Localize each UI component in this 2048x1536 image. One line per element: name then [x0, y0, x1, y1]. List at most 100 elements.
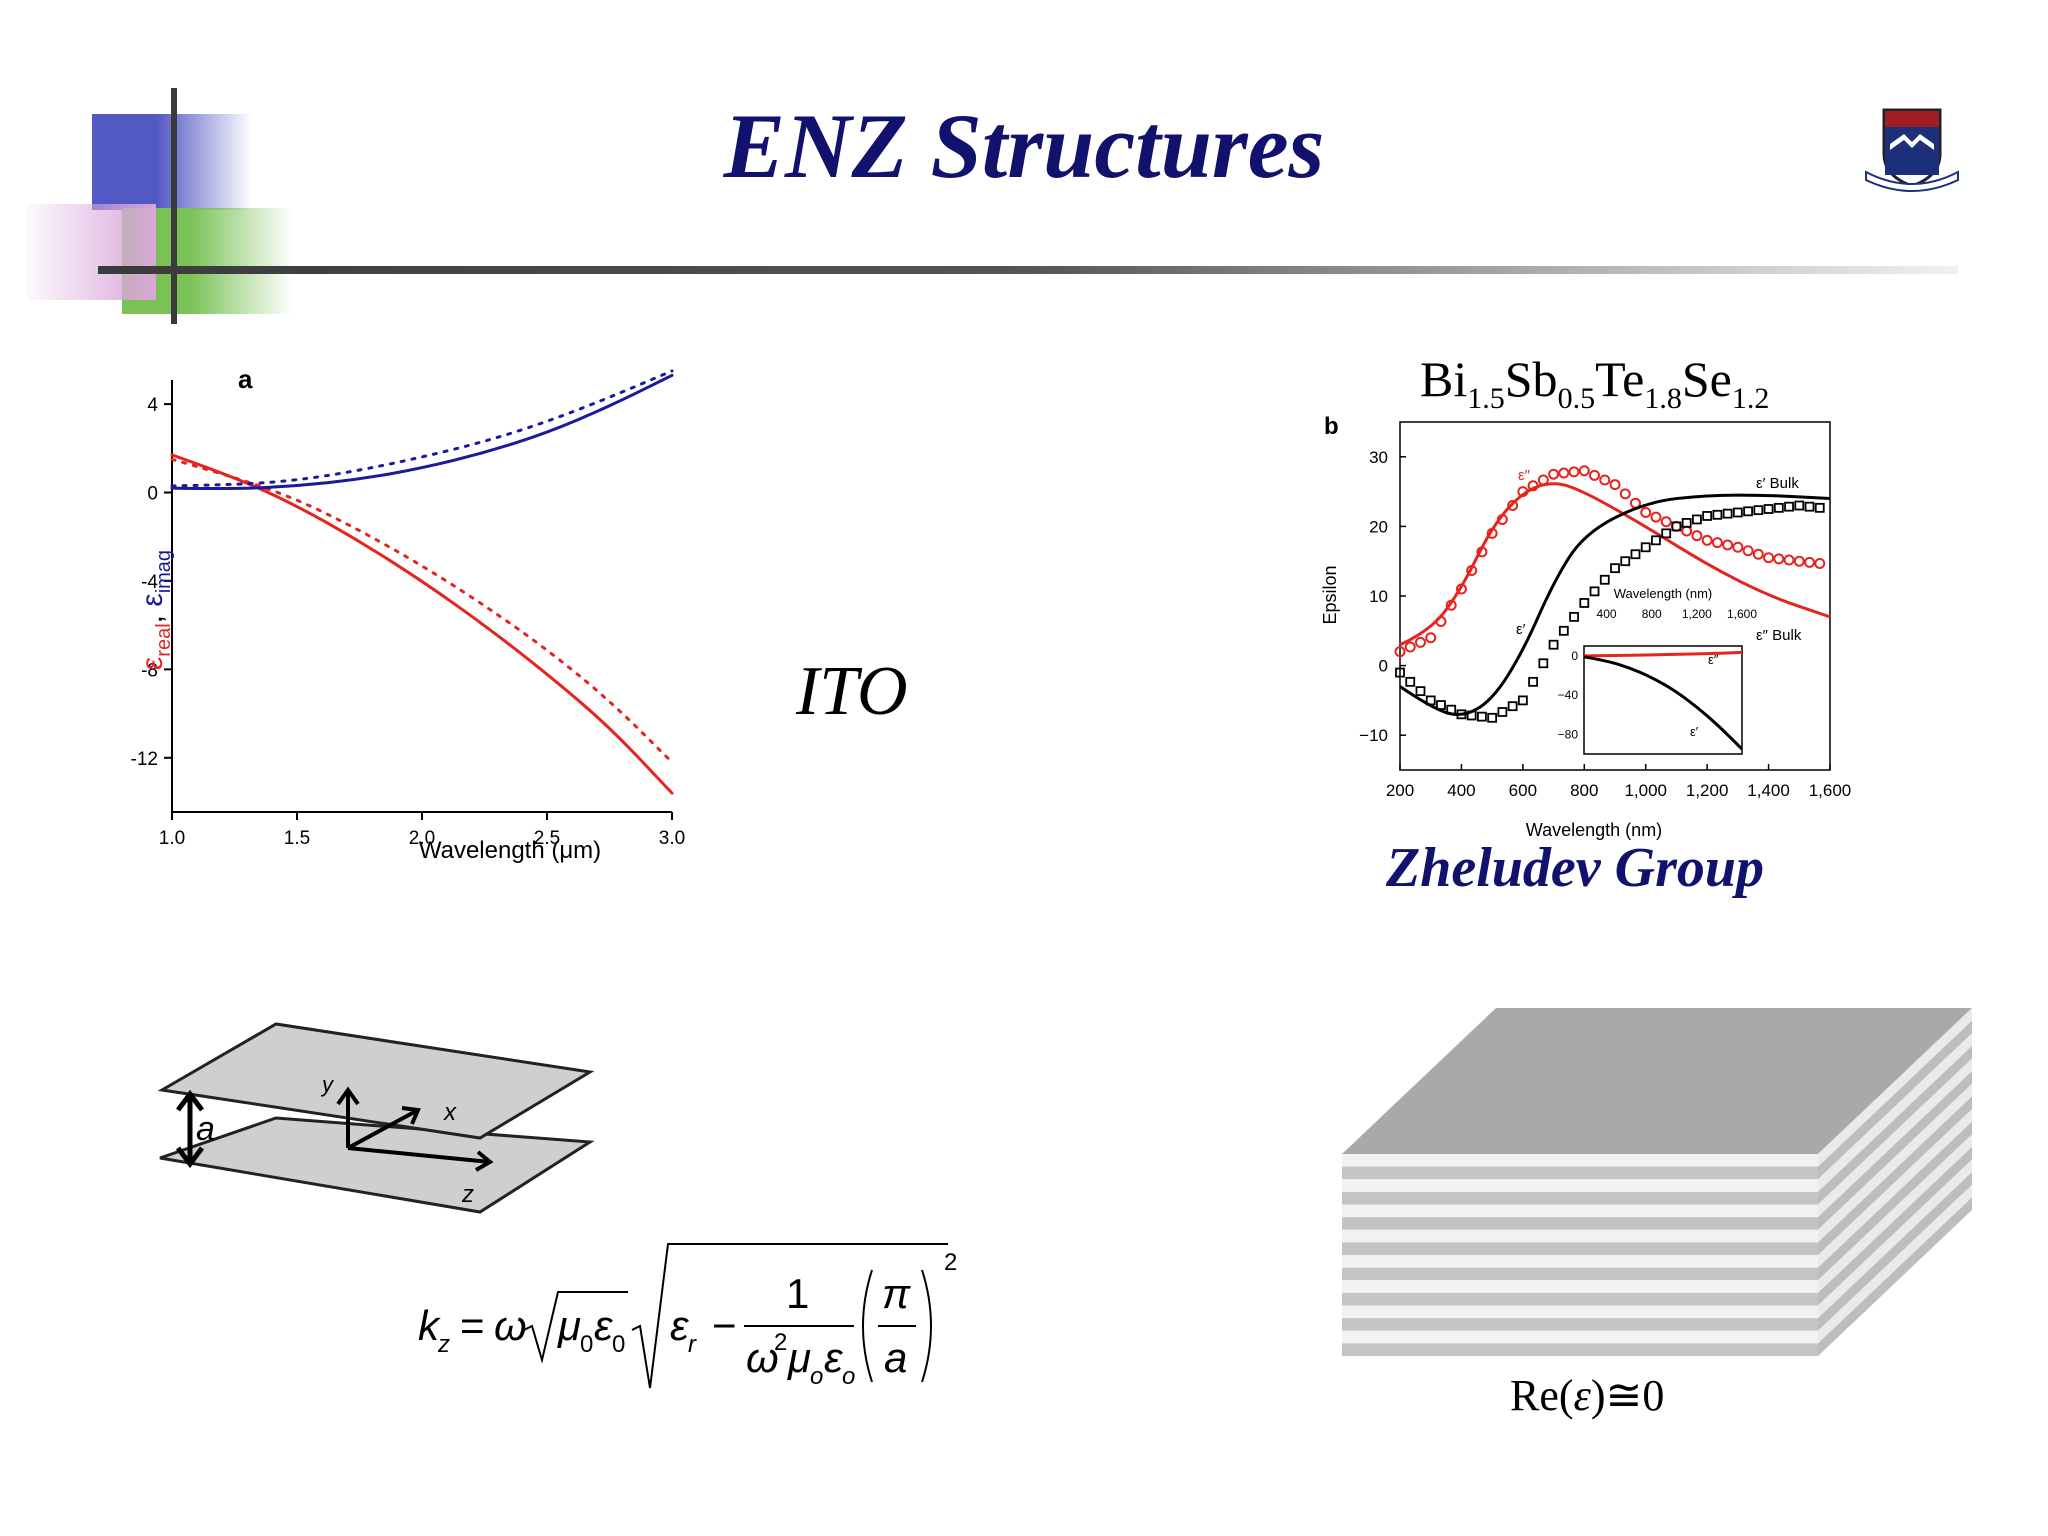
stack-side-layer: [1818, 1197, 1972, 1356]
stack-front-layer: [1342, 1267, 1818, 1281]
svg-text:ω: ω: [494, 1302, 527, 1349]
inset-y-tick-label: −40: [1558, 688, 1579, 702]
data-point: [1415, 686, 1426, 697]
data-point: [1476, 546, 1488, 558]
x-tick-label: 1,400: [1747, 781, 1790, 800]
data-point: [1732, 507, 1743, 518]
x-tick-label: 1,200: [1686, 781, 1729, 800]
data-point: [1466, 564, 1478, 576]
data-point: [1609, 479, 1621, 491]
data-point: [1610, 563, 1620, 574]
stack-side-layer: [1818, 1184, 1972, 1344]
data-point: [1425, 632, 1437, 644]
inset-x-tick-label: 1,600: [1727, 607, 1757, 621]
ylabel-real-sub: real: [153, 623, 175, 656]
svg-text:a: a: [884, 1334, 907, 1381]
data-point: [1660, 516, 1672, 528]
stack-front-layer: [1342, 1343, 1818, 1356]
stack-front-layer: [1342, 1179, 1818, 1192]
svg-text:εreal, εimag: εreal, εimag: [136, 550, 175, 670]
chart-a-ylabel: εreal, εimag: [136, 550, 175, 670]
chart-b-ylabel: Epsilon: [1320, 565, 1340, 624]
data-point: [1773, 553, 1785, 565]
stack-side-layer: [1818, 1159, 1972, 1319]
stack-side-layer: [1818, 1033, 1972, 1192]
decor-pink-square: [26, 204, 156, 300]
y-tick-label: 10: [1369, 587, 1388, 606]
y-tick-label: 0: [1379, 657, 1388, 676]
data-point: [1487, 712, 1498, 723]
inset-series-1: [1583, 655, 1744, 751]
annot-eps2: ε″: [1518, 467, 1531, 484]
data-point: [1753, 505, 1764, 516]
y-tick-label: 0: [147, 484, 158, 505]
y-tick-label: 4: [147, 395, 158, 416]
data-point: [1743, 506, 1753, 517]
inset-eps2-label: ε″: [1708, 652, 1719, 667]
data-point: [1651, 535, 1661, 546]
data-point: [1569, 611, 1579, 622]
data-point: [1404, 641, 1416, 653]
data-point: [1528, 676, 1538, 687]
data-point: [1466, 710, 1477, 721]
data-point: [1507, 701, 1518, 712]
data-point: [1763, 504, 1774, 514]
svg-text:2: 2: [774, 1329, 787, 1356]
stack-front-layer: [1342, 1166, 1818, 1180]
chart-a-series: [170, 369, 674, 795]
data-point: [1517, 486, 1529, 498]
x-tick-label: 1,600: [1809, 781, 1852, 800]
inset-frame: [1583, 645, 1743, 755]
data-point: [1558, 625, 1569, 636]
stack-side-layer: [1818, 1083, 1972, 1243]
annot-eps1-bulk: ε′ Bulk: [1756, 475, 1799, 492]
ylabel-imag-sub: imag: [153, 550, 175, 593]
x-tick-label: 3.0: [659, 828, 685, 849]
data-point: [1691, 530, 1703, 542]
stack-side-layer: [1818, 1071, 1972, 1230]
x-tick-label: 1.5: [284, 828, 310, 849]
data-point: [1661, 528, 1672, 539]
stack-side-layer: [1818, 1109, 1972, 1268]
data-point: [1395, 667, 1405, 678]
data-point: [1701, 534, 1713, 546]
data-point: [1722, 508, 1733, 519]
ylabel-eps-imag: ε: [136, 593, 169, 606]
svg-text:ε: ε: [594, 1302, 613, 1349]
inset-xlabel: Wavelength (nm): [1614, 586, 1713, 601]
y-tick-label: 20: [1369, 517, 1388, 536]
axis-y-label: y: [320, 1072, 335, 1097]
data-point: [1497, 707, 1508, 717]
data-point: [1589, 586, 1600, 597]
stack-front-layer: [1342, 1305, 1818, 1319]
data-point: [1599, 474, 1611, 486]
data-point: [1783, 554, 1795, 566]
data-point: [1548, 468, 1560, 480]
y-tick-label: −10: [1359, 726, 1388, 745]
data-point: [1732, 541, 1744, 553]
stack-front-layers: [1342, 1154, 1818, 1356]
data-point: [1425, 695, 1436, 706]
data-point: [1456, 709, 1467, 720]
stack-front-layer: [1342, 1255, 1818, 1268]
svg-text:1: 1: [786, 1270, 809, 1317]
stack-side-layer: [1818, 1146, 1972, 1306]
data-point: [1486, 527, 1498, 539]
x-tick-label: 1.0: [159, 828, 185, 849]
stack-front-layer: [1342, 1229, 1818, 1243]
chart-b-series: [1394, 465, 1831, 723]
stack-front-layer: [1342, 1330, 1818, 1344]
svg-text:ω: ω: [746, 1334, 779, 1381]
inset-y-tick-label: 0: [1571, 649, 1578, 663]
panel-label-a: a: [238, 364, 253, 394]
series-line-1: [170, 457, 674, 764]
data-point: [1445, 599, 1457, 611]
decor-vertical-bar: [171, 88, 177, 324]
data-point: [1435, 616, 1447, 628]
data-point: [1414, 636, 1426, 648]
stack-side-layer: [1818, 1008, 1972, 1167]
stack-side-layer: [1818, 1172, 1972, 1331]
svg-text:ε: ε: [824, 1334, 843, 1381]
svg-text:k: k: [418, 1302, 441, 1349]
